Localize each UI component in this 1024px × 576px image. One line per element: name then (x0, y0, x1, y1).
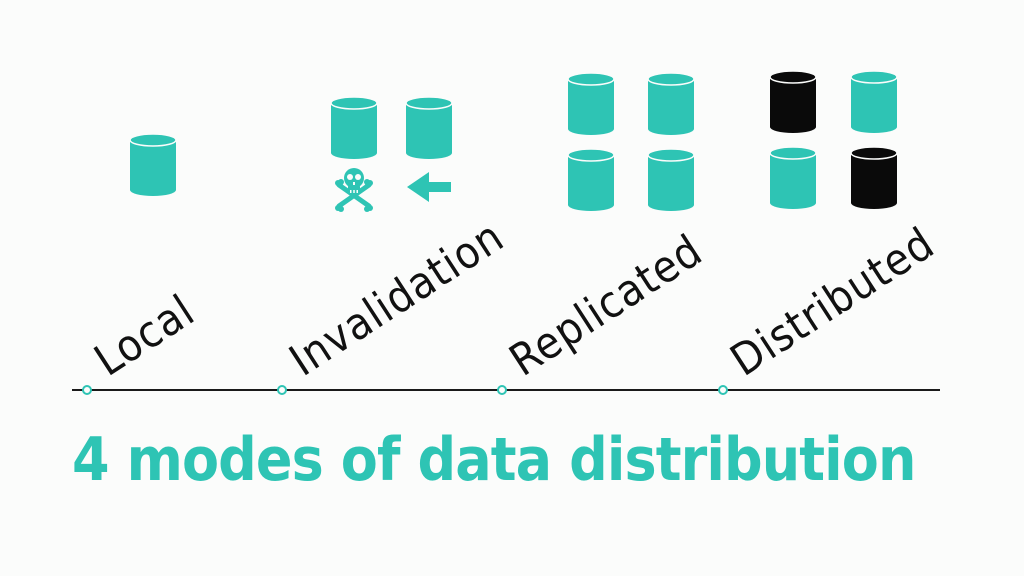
timeline-marker-distributed (718, 385, 728, 395)
database-cylinder-icon (567, 148, 615, 211)
database-cylinder-icon (769, 146, 817, 209)
database-cylinder-icon (647, 72, 695, 135)
arrow-left-icon (407, 172, 451, 202)
database-cylinder-icon (850, 146, 898, 209)
database-cylinder-icon (850, 70, 898, 133)
slide-title: 4 modes of data distribution (72, 425, 916, 495)
database-cylinder-icon (567, 72, 615, 135)
database-cylinder-icon (647, 148, 695, 211)
timeline-marker-replicated (497, 385, 507, 395)
skull-crossbones-icon (335, 168, 373, 212)
database-cylinder-icon (330, 96, 378, 159)
timeline-marker-local (82, 385, 92, 395)
database-cylinder-icon (405, 96, 453, 159)
database-cylinder-icon (769, 70, 817, 133)
database-cylinder-icon (129, 133, 177, 196)
timeline-marker-invalidation (277, 385, 287, 395)
